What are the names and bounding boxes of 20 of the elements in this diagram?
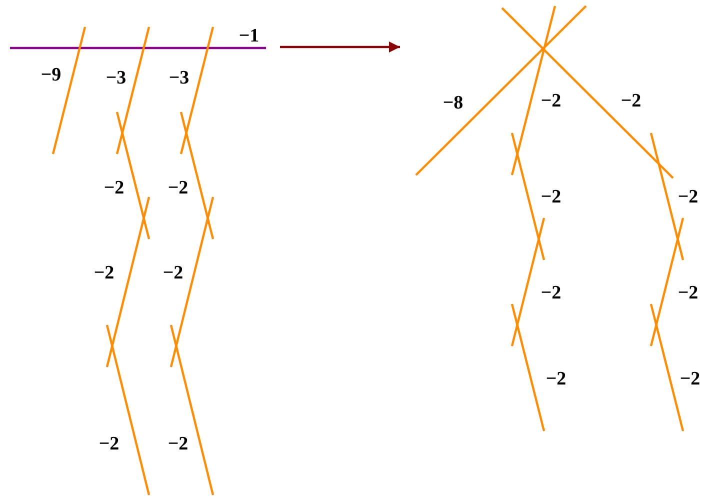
self-intersection-number: −2 [540, 92, 562, 110]
self-intersection-number: −2 [104, 178, 124, 198]
self-intersection-number: −2 [94, 264, 114, 282]
self-intersection-number: −2 [540, 284, 562, 302]
self-intersection-number: −3 [168, 68, 190, 88]
self-intersection-number: −2 [540, 188, 562, 206]
self-intersection-number: −8 [442, 94, 464, 112]
self-intersection-number: −2 [678, 284, 698, 302]
self-intersection-number: −2 [546, 370, 566, 388]
self-intersection-number: −3 [106, 68, 126, 88]
self-intersection-number: −2 [620, 92, 642, 110]
self-intersection-number: −2 [162, 264, 184, 282]
self-intersection-number: −2 [678, 188, 698, 206]
arrow [280, 42, 400, 52]
self-intersection-number: −2 [168, 178, 188, 198]
self-intersection-number: −1 [238, 26, 260, 46]
self-intersection-number: −2 [168, 434, 188, 454]
self-intersection-number: −2 [98, 434, 120, 454]
self-intersection-number: −2 [680, 370, 700, 388]
self-intersection-number: −9 [40, 66, 62, 84]
